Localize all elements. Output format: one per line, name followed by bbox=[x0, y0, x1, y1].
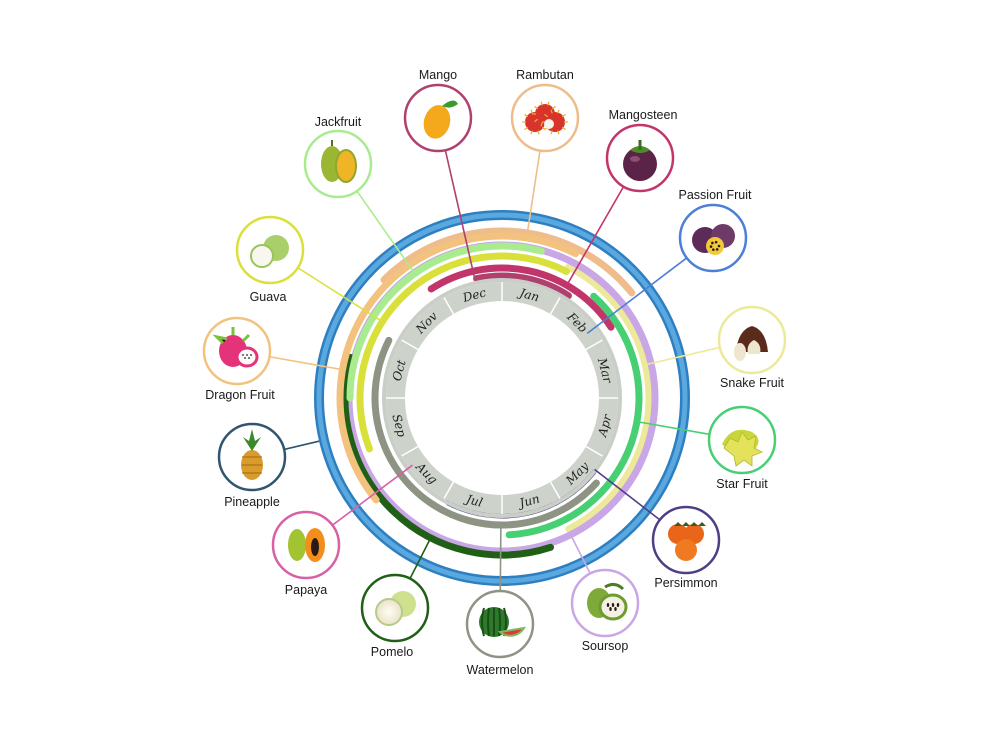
dragon-fruit-icon bbox=[212, 327, 259, 368]
month-divider bbox=[549, 481, 561, 499]
snake-fruit-leader-line bbox=[645, 346, 721, 366]
jackfruit-leader-line bbox=[356, 190, 416, 274]
mango-label: Mango bbox=[419, 68, 457, 82]
mango-leader-line bbox=[444, 149, 476, 280]
guava-icon bbox=[250, 235, 289, 268]
pomelo-season-arc bbox=[341, 353, 555, 559]
mangosteen-icon bbox=[623, 140, 657, 181]
pineapple-badge: Pineapple bbox=[217, 422, 287, 509]
dragon-fruit-label: Dragon Fruit bbox=[205, 388, 275, 402]
mangosteen-label: Mangosteen bbox=[609, 108, 678, 122]
month-label-jul: Jul bbox=[462, 491, 484, 510]
guava-badge: Guava bbox=[235, 215, 305, 304]
persimmon-icon bbox=[668, 522, 706, 561]
persimmon-label: Persimmon bbox=[654, 576, 717, 590]
dragon-fruit-season-arc bbox=[336, 232, 580, 504]
jackfruit-label: Jackfruit bbox=[315, 115, 362, 129]
snake-fruit-icon bbox=[734, 326, 768, 361]
watermelon-label: Watermelon bbox=[467, 663, 534, 677]
month-divider bbox=[585, 445, 603, 457]
soursop-label: Soursop bbox=[582, 639, 629, 653]
month-divider bbox=[401, 445, 419, 457]
month-label-oct: Oct bbox=[390, 358, 409, 382]
papaya-badge: Papaya bbox=[271, 510, 341, 597]
pineapple-leader-line bbox=[283, 440, 320, 451]
rambutan-label: Rambutan bbox=[516, 68, 574, 82]
month-divider bbox=[443, 297, 455, 315]
mango-season-arc bbox=[473, 272, 572, 300]
dragon-fruit-leader-line bbox=[269, 355, 343, 371]
passion-fruit-label: Passion Fruit bbox=[679, 188, 752, 202]
snake-fruit-season-arc bbox=[565, 263, 653, 533]
dragon-fruit-badge: Dragon Fruit bbox=[202, 316, 275, 402]
rambutan-season-arc bbox=[380, 227, 636, 297]
month-label-jun: Jun bbox=[515, 491, 541, 511]
pomelo-icon bbox=[375, 591, 416, 626]
month-label-jan: Jan bbox=[515, 285, 541, 304]
rambutan-icon bbox=[522, 101, 568, 135]
pineapple-icon bbox=[241, 429, 263, 480]
jackfruit-season-arc bbox=[346, 242, 545, 402]
month-ring-center bbox=[406, 302, 598, 494]
guava-season-arc bbox=[356, 252, 570, 453]
outer-ring-highlight bbox=[316, 212, 688, 584]
watermelon-badge: Watermelon bbox=[465, 589, 535, 677]
watermelon-icon bbox=[479, 607, 526, 637]
persimmon-leader-line bbox=[594, 468, 661, 521]
month-label-mar: Mar bbox=[595, 355, 616, 385]
month-divider bbox=[585, 339, 603, 351]
jackfruit-icon bbox=[321, 140, 357, 183]
papaya-icon bbox=[288, 528, 325, 562]
star-fruit-leader-line bbox=[636, 420, 710, 436]
papaya-label: Papaya bbox=[285, 583, 327, 597]
pomelo-badge: Pomelo bbox=[360, 573, 430, 659]
jackfruit-badge: Jackfruit bbox=[303, 115, 373, 199]
month-label-dec: Dec bbox=[460, 285, 488, 305]
passion-fruit-leader-line bbox=[586, 257, 688, 334]
mangosteen-leader-line bbox=[566, 186, 625, 286]
soursop-icon bbox=[587, 582, 628, 621]
rambutan-leader-line bbox=[526, 150, 541, 234]
soursop-badge: Soursop bbox=[570, 568, 640, 653]
guava-label: Guava bbox=[250, 290, 287, 304]
pomelo-label: Pomelo bbox=[371, 645, 413, 659]
mangosteen-season-arc bbox=[427, 264, 615, 331]
star-fruit-season-arc bbox=[505, 292, 643, 539]
outer-ring bbox=[314, 210, 690, 586]
star-fruit-label: Star Fruit bbox=[716, 477, 768, 491]
leader-lines bbox=[269, 149, 721, 592]
month-ring-outer-edge bbox=[382, 278, 622, 518]
mango-badge: Mango bbox=[403, 68, 473, 153]
mango-icon bbox=[423, 100, 458, 139]
pomelo-leader-line bbox=[409, 537, 432, 579]
month-label-sep: Sep bbox=[389, 413, 409, 439]
guava-leader-line bbox=[297, 267, 383, 323]
snake-fruit-badge: Snake Fruit bbox=[717, 305, 787, 390]
passion-fruit-icon bbox=[692, 224, 735, 255]
month-divider bbox=[443, 481, 455, 499]
snake-fruit-label: Snake Fruit bbox=[720, 376, 784, 390]
mangosteen-badge: Mangosteen bbox=[605, 108, 678, 193]
month-divider bbox=[401, 339, 419, 351]
month-label-apr: Apr bbox=[595, 412, 615, 439]
papaya-leader-line bbox=[331, 464, 413, 526]
pineapple-label: Pineapple bbox=[224, 495, 280, 509]
persimmon-badge: Persimmon bbox=[651, 505, 721, 590]
month-divider bbox=[549, 297, 561, 315]
star-fruit-badge: Star Fruit bbox=[707, 405, 777, 491]
watermelon-leader-line bbox=[499, 524, 502, 592]
rambutan-badge: Rambutan bbox=[510, 68, 580, 153]
star-fruit-icon bbox=[722, 429, 763, 467]
soursop-leader-line bbox=[569, 534, 591, 574]
watermelon-season-arc bbox=[371, 336, 600, 529]
passion-fruit-badge: Passion Fruit bbox=[679, 188, 752, 273]
